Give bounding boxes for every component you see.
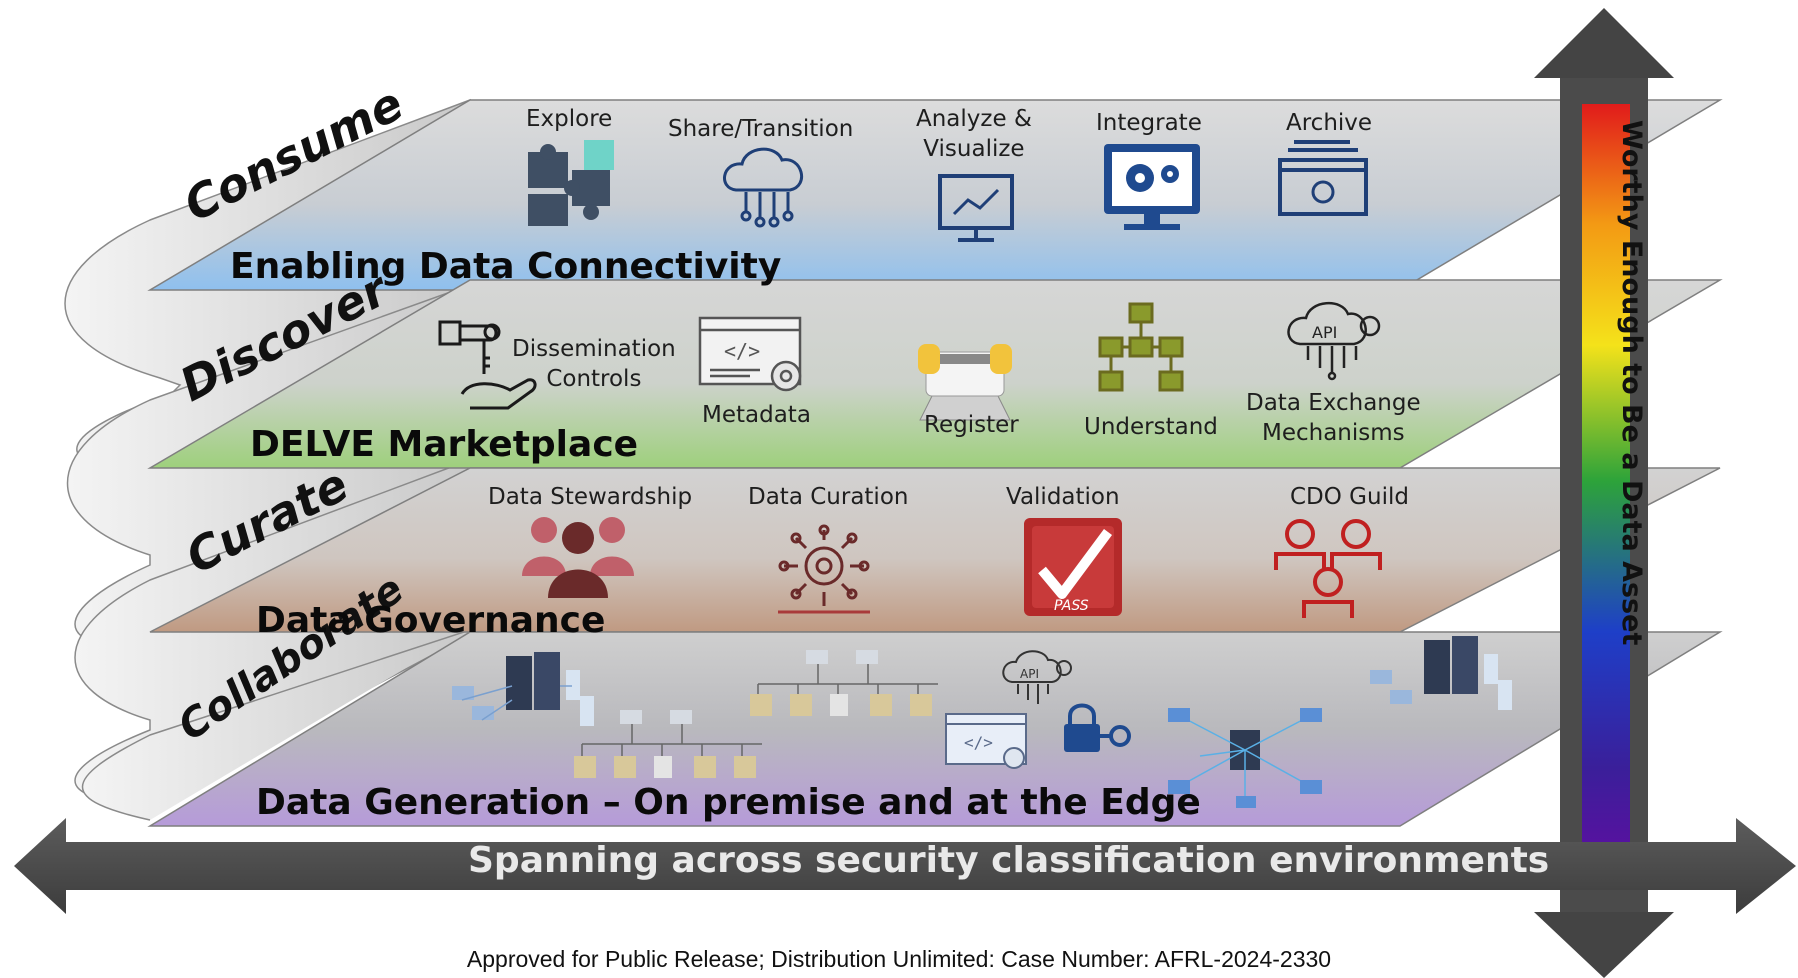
layer-title-curate: Data Governance: [256, 600, 606, 641]
layer-title-collaborate: Data Generation – On premise and at the …: [256, 782, 1201, 823]
svg-text:</>: </>: [964, 733, 993, 752]
rolodex-icon: [918, 344, 1012, 421]
api-cloud-small-text: API: [1020, 667, 1039, 681]
item-integrate: Integrate: [1096, 110, 1202, 136]
key-hand-icon: [438, 320, 537, 410]
code-window-icon: </>: [698, 316, 802, 392]
pass-text: PASS: [1054, 598, 1089, 614]
network-tree-center-icon: [750, 650, 938, 716]
network-tree-left-icon: [574, 710, 762, 778]
vertical-axis-label: Worthy Enough to Be a Data Asset: [1616, 120, 1647, 646]
item-data-exchange-mechanisms: Data Exchange Mechanisms: [1246, 390, 1421, 447]
item-analyze-visualize: Analyze & Visualize: [916, 106, 1032, 163]
item-share-transition: Share/Transition: [668, 116, 854, 142]
cloud-network-icon: [723, 147, 803, 228]
item-archive: Archive: [1286, 110, 1373, 136]
gear-network-icon: [778, 524, 870, 614]
api-cloud-text: API: [1312, 323, 1337, 342]
api-cloud-small-icon: API: [1002, 650, 1072, 704]
svg-text:</>: </>: [724, 339, 760, 363]
item-understand: Understand: [1084, 414, 1218, 440]
item-dissemination-controls: Dissemination Controls: [512, 336, 676, 393]
code-window-small-icon: </>: [945, 713, 1027, 769]
puzzle-icon: [528, 140, 614, 226]
item-cdo-guild: CDO Guild: [1290, 484, 1409, 510]
layer-title-consume: Enabling Data Connectivity: [230, 246, 782, 287]
release-footer: Approved for Public Release; Distributio…: [466, 946, 1332, 972]
api-cloud-icon: API: [1287, 301, 1381, 381]
archive-box-icon: [1278, 140, 1368, 216]
gear-monitor-icon: [1104, 144, 1200, 230]
server-cluster-right-icon: [1370, 636, 1512, 710]
chart-monitor-icon: [938, 174, 1014, 242]
flowchart-icon: [1098, 302, 1184, 392]
server-cluster-left-icon: [452, 652, 594, 726]
worthiness-gradient-bar: [1582, 104, 1630, 858]
item-data-curation: Data Curation: [748, 484, 909, 510]
item-metadata: Metadata: [702, 402, 811, 428]
org-people-icon: [1274, 519, 1382, 618]
pass-check-icon: PASS: [1024, 518, 1122, 616]
horizontal-axis-arrow: [14, 818, 1796, 914]
item-validation: Validation: [1006, 484, 1120, 510]
layer-title-discover: DELVE Marketplace: [250, 424, 639, 465]
item-explore: Explore: [526, 106, 613, 132]
horizontal-axis-label: Spanning across security classification …: [468, 840, 1550, 881]
vertical-axis-arrow: [1534, 8, 1674, 978]
item-register: Register: [924, 412, 1019, 438]
lock-key-icon: [1064, 703, 1131, 752]
item-data-stewardship: Data Stewardship: [488, 484, 693, 510]
people-group-icon: [522, 517, 634, 598]
edge-network-icon: [1168, 708, 1322, 808]
